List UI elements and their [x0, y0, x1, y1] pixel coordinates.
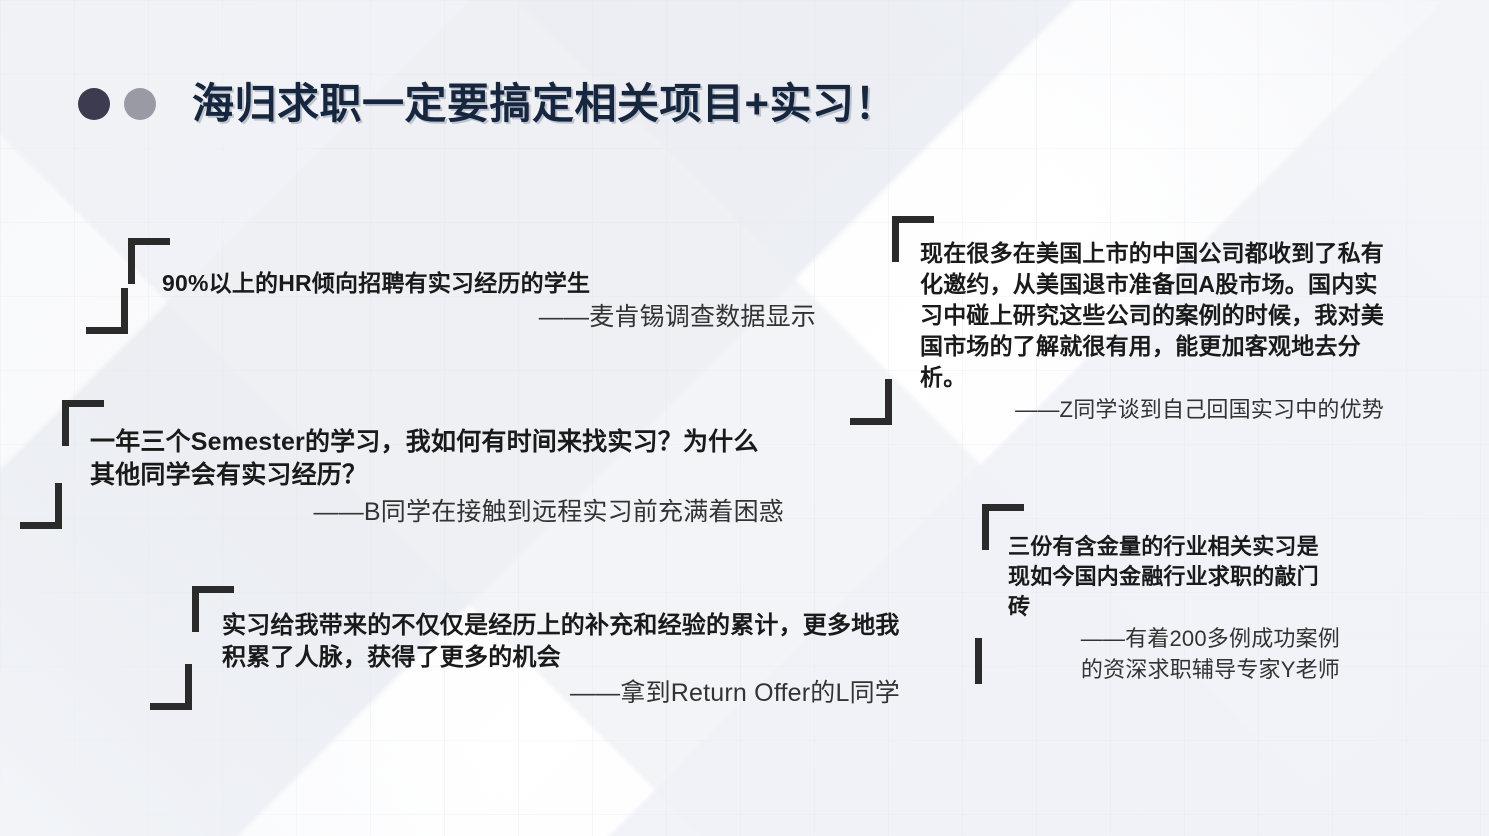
quote-attribution-semester: ——B同学在接触到远程实习前充满着困惑: [313, 498, 784, 526]
quote-attribution-hr: ——麦肯锡调查数据显示: [538, 303, 816, 331]
quote-body-internships: 三份有含金量的行业相关实习是现如今国内金融行业求职的敲门砖: [1008, 534, 1319, 619]
quote-card-offer: 实习给我带来的不仅仅是经历上的补充和经验的累计，更多地我积累了人脉，获得了更多的…: [150, 586, 942, 714]
quote-card-internships: 三份有含金量的行业相关实习是现如今国内金融行业求职的敲门砖 ——有着200多例成…: [975, 504, 1362, 704]
slide-header: 海归求职一定要搞定相关项目+实习！: [78, 72, 897, 136]
quote-body-hr: 90%以上的HR倾向招聘有实习经历的学生: [162, 270, 591, 296]
quote-body-semester: 一年三个Semester的学习，我如何有时间来找实习？为什么其他同学会有实习经历…: [90, 428, 759, 489]
quote-attribution-offer: ——拿到Return Offer的L同学: [569, 679, 900, 707]
quote-card-hr: 90%以上的HR倾向招聘有实习经历的学生 ——麦肯锡调查数据显示: [86, 238, 860, 360]
page-title: 海归求职一定要搞定相关项目+实习！: [192, 80, 898, 127]
quote-attribution-internships-line2: 的资深求职辅导专家Y老师: [1080, 657, 1340, 682]
quote-card-semester: 一年三个Semester的学习，我如何有时间来找实习？为什么其他同学会有实习经历…: [20, 400, 834, 552]
quote-card-usmarket: 现在很多在美国上市的中国公司都收到了私有化邀约，从美国退市准备回A股市场。国内实…: [850, 216, 1420, 444]
quote-body-offer: 实习给我带来的不仅仅是经历上的补充和经验的累计，更多地我积累了人脉，获得了更多的…: [222, 612, 900, 671]
quote-body-usmarket: 现在很多在美国上市的中国公司都收到了私有化邀约，从美国退市准备回A股市场。国内实…: [920, 240, 1384, 390]
quote-attribution-usmarket: ——Z同学谈到自己回国实习中的优势: [1015, 397, 1384, 422]
dot-dark-icon: [78, 88, 110, 120]
header-dots: [78, 88, 156, 120]
dot-gray-icon: [124, 88, 156, 120]
quote-attribution-internships-line1: ——有着200多例成功案例: [1080, 626, 1340, 651]
